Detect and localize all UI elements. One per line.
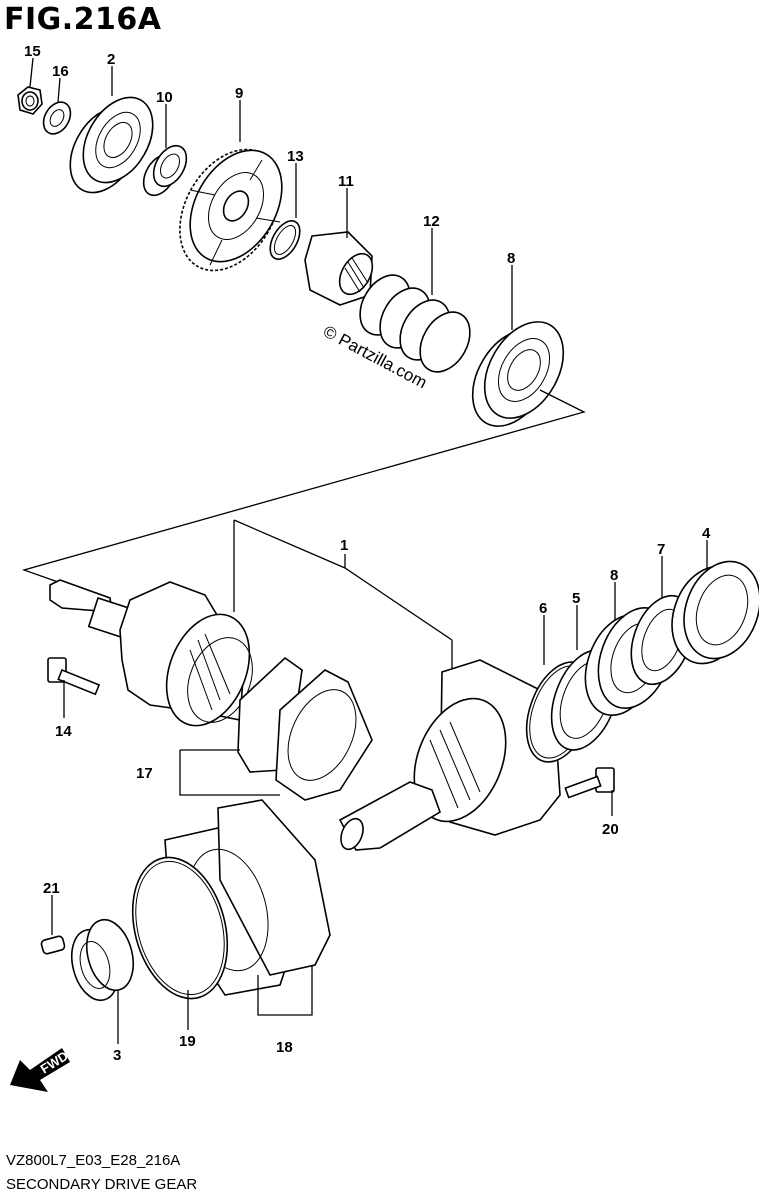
callout-8-lower: 8 — [610, 567, 618, 584]
part-18-bracket — [257, 965, 313, 1016]
assembly-link-line — [21, 389, 586, 583]
part-2-bearing[interactable] — [56, 85, 167, 205]
part-16-washer[interactable] — [38, 97, 76, 138]
callout-15: 15 — [24, 43, 41, 60]
callout-17: 17 — [136, 765, 153, 782]
fwd-arrow-icon — [10, 1048, 70, 1092]
callout-20: 20 — [602, 821, 619, 838]
fwd-label: FWD — [38, 1048, 71, 1076]
leader-lines — [29, 57, 708, 1044]
part-10-spacer[interactable] — [137, 140, 193, 201]
model-code: VZ800L7_E03_E28_216A — [6, 1152, 181, 1169]
part-21-dowel-pin[interactable] — [40, 935, 66, 955]
callout-5: 5 — [572, 590, 580, 607]
part-20-bolt[interactable] — [564, 767, 615, 799]
callout-4: 4 — [702, 525, 711, 542]
part-14-bolt[interactable] — [47, 657, 101, 696]
part-9-driven-gear[interactable] — [159, 132, 300, 289]
part-12-spring[interactable] — [350, 266, 480, 380]
callout-2: 2 — [107, 51, 115, 68]
part-17-bracket — [179, 749, 280, 796]
part-8-bearing-upper[interactable] — [457, 308, 580, 440]
callout-labels: 15 16 2 10 9 13 11 12 8 1 4 7 8 5 6 14 1… — [24, 43, 711, 1064]
diagram-name: SECONDARY DRIVE GEAR — [6, 1176, 198, 1193]
part-17-gasket-set[interactable] — [237, 656, 373, 801]
part-13-circlip[interactable] — [264, 216, 306, 264]
part-1-group-bracket — [233, 519, 453, 668]
callout-1: 1 — [340, 537, 348, 554]
part-15-nut[interactable] — [17, 86, 43, 115]
callout-16: 16 — [52, 63, 69, 80]
callout-8-upper: 8 — [507, 250, 515, 267]
callout-7: 7 — [657, 541, 665, 558]
callout-10: 10 — [156, 89, 173, 106]
callout-14: 14 — [55, 723, 72, 740]
part-3-needle-bearing[interactable] — [64, 915, 140, 1006]
callout-12: 12 — [423, 213, 440, 230]
part-1-pinion-housing[interactable] — [337, 659, 561, 853]
callout-11: 11 — [338, 173, 354, 190]
callout-18: 18 — [276, 1039, 293, 1056]
callout-9: 9 — [235, 85, 243, 102]
part-4-nut[interactable] — [659, 551, 759, 675]
part-19-o-ring[interactable] — [118, 847, 242, 1009]
part-1-drive-shaft-housing[interactable] — [49, 579, 265, 738]
callout-19: 19 — [179, 1033, 196, 1050]
callout-3: 3 — [113, 1047, 121, 1064]
callout-21: 21 — [43, 880, 60, 897]
figure-title: FIG.216A — [4, 2, 162, 37]
callout-13: 13 — [287, 148, 304, 165]
part-11-cam[interactable] — [304, 231, 379, 306]
callout-6: 6 — [539, 600, 547, 617]
